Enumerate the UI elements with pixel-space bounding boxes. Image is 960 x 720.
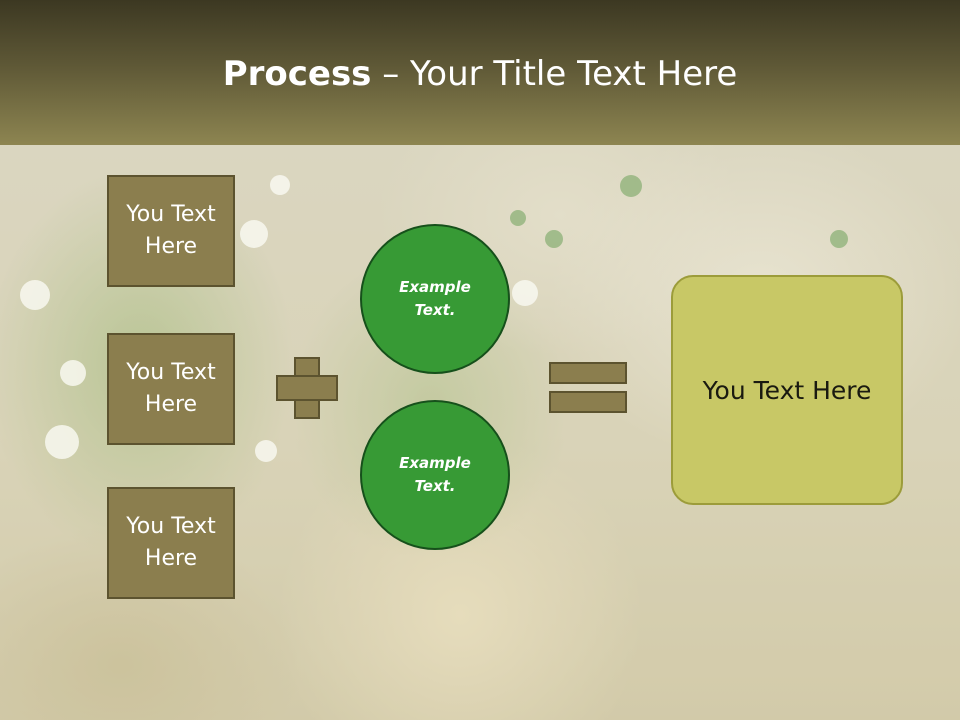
plus-icon-core xyxy=(296,377,318,399)
result-box[interactable]: You Text Here xyxy=(671,275,903,505)
photo-sprinkle xyxy=(545,230,563,248)
left-box-3[interactable]: You Text Here xyxy=(107,487,235,599)
header-bar: Process – Your Title Text Here xyxy=(0,0,960,145)
photo-sprinkle xyxy=(255,440,277,462)
photo-sprinkle xyxy=(270,175,290,195)
photo-sprinkle xyxy=(240,220,268,248)
photo-sprinkle xyxy=(60,360,86,386)
circle-1[interactable]: Example Text. xyxy=(360,224,510,374)
circle-2[interactable]: Example Text. xyxy=(360,400,510,550)
equals-icon-bottom xyxy=(549,391,627,413)
photo-sprinkle xyxy=(620,175,642,197)
photo-sprinkle xyxy=(45,425,79,459)
title-bold: Process xyxy=(222,54,372,94)
left-box-1[interactable]: You Text Here xyxy=(107,175,235,287)
title-rest: – Your Title Text Here xyxy=(371,54,738,94)
equals-icon-top xyxy=(549,362,627,384)
photo-sprinkle xyxy=(830,230,848,248)
left-box-2[interactable]: You Text Here xyxy=(107,333,235,445)
photo-sprinkle xyxy=(512,280,538,306)
slide-title: Process – Your Title Text Here xyxy=(0,52,960,96)
photo-sprinkle xyxy=(20,280,50,310)
photo-sprinkle xyxy=(510,210,526,226)
